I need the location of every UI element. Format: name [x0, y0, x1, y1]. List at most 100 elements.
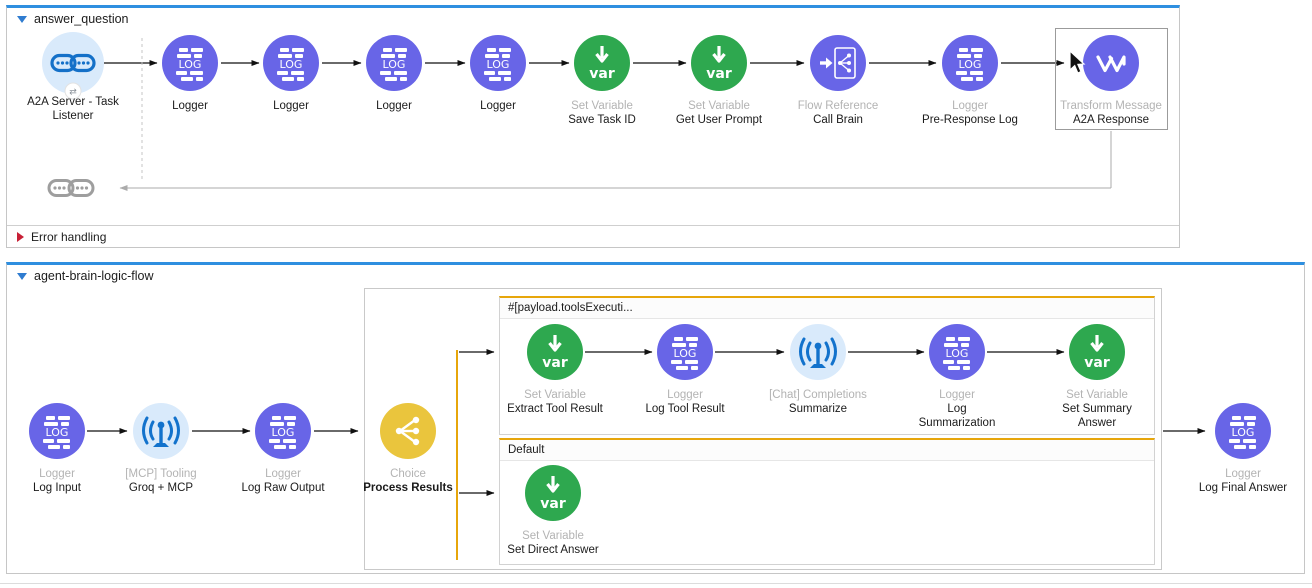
- set-variable-icon[interactable]: var: [525, 465, 581, 521]
- flow1-title-row[interactable]: answer_question: [17, 12, 129, 26]
- node-set-variable-save-task-id: var Set Variable Save Task ID: [542, 35, 662, 127]
- error-handling-label: Error handling: [31, 229, 107, 244]
- set-variable-icon[interactable]: var: [574, 35, 630, 91]
- transform-message-icon[interactable]: [1083, 35, 1139, 91]
- node-set-variable-set-summary-answer: var Set Variable Set Summary Answer: [1037, 324, 1157, 430]
- logger-icon[interactable]: LOG: [255, 403, 311, 459]
- flow1-error-handling-row[interactable]: Error handling: [7, 225, 1179, 247]
- logger-icon[interactable]: LOG: [942, 35, 998, 91]
- collapse-triangle-icon[interactable]: [17, 272, 27, 280]
- node-name: Pre-Response Log: [922, 114, 1018, 126]
- node-transform-message-a2a-response: Transform Message A2A Response: [1051, 35, 1171, 127]
- node-name: Log Tool Result: [645, 403, 725, 415]
- node-name: Process Results: [363, 482, 453, 494]
- svg-text:LOG: LOG: [280, 58, 303, 71]
- node-logger: LOG Logger: [438, 35, 558, 113]
- flow2-title: agent-brain-logic-flow: [34, 269, 154, 283]
- node-logger-log-tool-result: LOG Logger Log Tool Result: [625, 324, 745, 416]
- logger-icon[interactable]: LOG: [657, 324, 713, 380]
- node-type: [MCP] Tooling: [125, 468, 197, 480]
- svg-text:LOG: LOG: [674, 347, 697, 360]
- svg-text:var: var: [540, 496, 566, 512]
- chat-completions-icon[interactable]: [790, 324, 846, 380]
- node-name: Logger: [172, 100, 208, 112]
- return-chain-icon: [47, 179, 95, 197]
- svg-text:LOG: LOG: [383, 58, 406, 71]
- logger-icon[interactable]: LOG: [470, 35, 526, 91]
- node-name: Call Brain: [813, 114, 863, 126]
- node-name: Save Task ID: [568, 114, 636, 126]
- node-type: [Chat] Completions: [769, 389, 867, 401]
- node-name: Logger: [273, 100, 309, 112]
- mcp-tooling-icon[interactable]: [133, 403, 189, 459]
- node-type: Logger: [39, 468, 75, 480]
- node-set-variable-set-direct-answer: var Set Variable Set Direct Answer: [493, 465, 613, 557]
- a2a-server-icon[interactable]: ⇄: [42, 32, 104, 100]
- node-name: Logger: [376, 100, 412, 112]
- svg-text:var: var: [542, 355, 568, 371]
- when-condition-label: #[payload.toolsExecuti...: [500, 298, 1154, 319]
- node-name: Extract Tool Result: [507, 403, 603, 415]
- flow2-title-row[interactable]: agent-brain-logic-flow: [17, 269, 154, 283]
- node-type: Set Variable: [522, 530, 584, 542]
- node-type: Set Variable: [571, 100, 633, 112]
- node-flow-reference-call-brain: Flow Reference Call Brain: [778, 35, 898, 127]
- node-type: Logger: [667, 389, 703, 401]
- node-chat-completions-summarize: [Chat] Completions Summarize: [758, 324, 878, 416]
- node-name: Get User Prompt: [675, 114, 763, 126]
- set-variable-icon[interactable]: var: [691, 35, 747, 91]
- node-logger: LOG Logger: [130, 35, 250, 113]
- node-logger-log-raw-output: LOG Logger Log Raw Output: [223, 403, 343, 495]
- node-type: Logger: [939, 389, 975, 401]
- node-type: Logger: [952, 100, 988, 112]
- node-set-variable-get-user-prompt: var Set Variable Get User Prompt: [659, 35, 779, 127]
- node-a2a-server-task-listener: ⇄ A2A Server - Task Listener: [13, 32, 133, 123]
- logger-icon[interactable]: LOG: [929, 324, 985, 380]
- svg-text:LOG: LOG: [179, 58, 202, 71]
- node-logger: LOG Logger: [231, 35, 351, 113]
- node-logger-pre-response-log: LOG Logger Pre-Response Log: [910, 35, 1030, 127]
- svg-text:LOG: LOG: [487, 58, 510, 71]
- svg-text:LOG: LOG: [959, 58, 982, 71]
- node-type: Logger: [1225, 468, 1261, 480]
- node-logger-log-input: LOG Logger Log Input: [0, 403, 117, 495]
- svg-text:LOG: LOG: [272, 426, 295, 439]
- mouse-cursor: [1069, 50, 1086, 74]
- node-type: Transform Message: [1060, 100, 1162, 112]
- node-name: Log Input: [33, 482, 81, 494]
- node-name: Set Direct Answer: [507, 544, 599, 556]
- set-variable-icon[interactable]: var: [1069, 324, 1125, 380]
- logger-icon[interactable]: LOG: [1215, 403, 1271, 459]
- svg-text:LOG: LOG: [946, 347, 969, 360]
- choice-icon[interactable]: [380, 403, 436, 459]
- node-name: Set Summary Answer: [1062, 403, 1132, 429]
- logger-icon[interactable]: LOG: [366, 35, 422, 91]
- collapse-triangle-icon[interactable]: [17, 15, 27, 23]
- flow1-title: answer_question: [34, 12, 129, 26]
- node-name: Log Final Answer: [1198, 482, 1288, 494]
- node-logger: LOG Logger: [334, 35, 454, 113]
- svg-text:var: var: [1084, 355, 1110, 371]
- node-type: Logger: [265, 468, 301, 480]
- node-logger-log-final-answer: LOG Logger Log Final Answer: [1183, 403, 1303, 495]
- node-name: A2A Server - Task Listener: [27, 96, 119, 122]
- default-branch-label: Default: [500, 440, 1154, 461]
- choice-when-branch: #[payload.toolsExecuti...: [499, 296, 1155, 435]
- set-variable-icon[interactable]: var: [527, 324, 583, 380]
- node-choice-process-results: Choice Process Results: [348, 403, 468, 495]
- node-type: Set Variable: [524, 389, 586, 401]
- svg-text:var: var: [589, 66, 615, 82]
- node-mcp-tooling-groq-mcp: [MCP] Tooling Groq + MCP: [101, 403, 221, 495]
- svg-text:LOG: LOG: [1232, 426, 1255, 439]
- selection-outline: [1055, 28, 1168, 130]
- logger-icon[interactable]: LOG: [29, 403, 85, 459]
- expand-triangle-icon[interactable]: [17, 231, 24, 242]
- logger-icon[interactable]: LOG: [263, 35, 319, 91]
- node-name: Log Raw Output: [241, 482, 325, 494]
- canvas-edge-divider: [0, 583, 1312, 584]
- flow-reference-icon[interactable]: [810, 35, 866, 91]
- node-name: Log Summarization: [918, 403, 996, 429]
- logger-icon[interactable]: LOG: [162, 35, 218, 91]
- node-name: Logger: [480, 100, 516, 112]
